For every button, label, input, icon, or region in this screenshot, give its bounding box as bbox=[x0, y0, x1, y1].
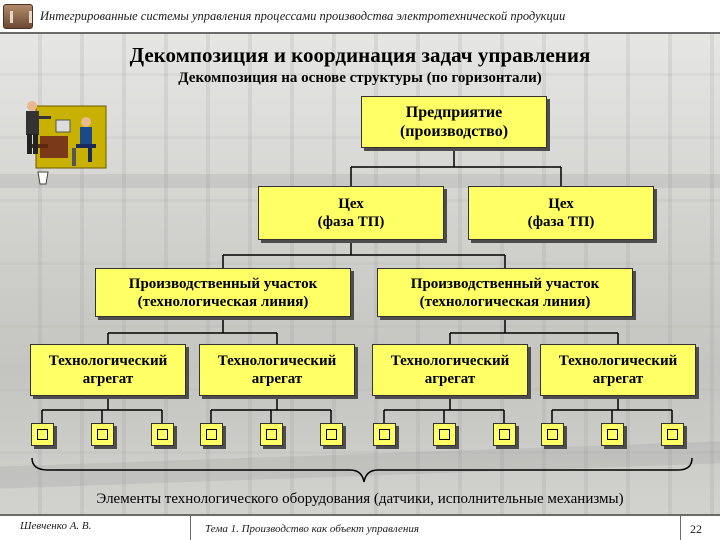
elements-caption: Элементы технологического оборудования (… bbox=[96, 491, 624, 507]
footer-divider bbox=[190, 516, 191, 540]
workshop-label-line1: Цех bbox=[338, 196, 364, 212]
unit-label-line1: Технологический bbox=[48, 353, 168, 369]
footer-divider bbox=[680, 516, 681, 540]
equipment-element-box bbox=[91, 423, 114, 446]
section-label-line2: (технологическая линия) bbox=[137, 293, 309, 310]
production-section-box: Производственный участок (технологическа… bbox=[95, 268, 351, 317]
workshop-label-line2: (фаза ТП) bbox=[527, 214, 595, 230]
equipment-element-box bbox=[661, 423, 684, 446]
office-workers-icon bbox=[26, 101, 107, 185]
technological-unit-box: Технологический агрегат bbox=[540, 344, 696, 396]
footer-topic: Тема 1. Производство как объект управлен… bbox=[205, 523, 419, 535]
section-label-line1: Производственный участок bbox=[410, 275, 600, 292]
equipment-element-box bbox=[31, 423, 54, 446]
grouping-brace bbox=[31, 457, 693, 483]
background-beam bbox=[0, 174, 720, 188]
workshop-box: Цех (фаза ТП) bbox=[258, 186, 444, 240]
production-section-box: Производственный участок (технологическа… bbox=[377, 268, 633, 317]
equipment-element-box bbox=[493, 423, 516, 446]
section-label-line2: (технологическая линия) bbox=[419, 293, 591, 310]
technological-unit-box: Технологический агрегат bbox=[30, 344, 186, 396]
equipment-element-box bbox=[260, 423, 283, 446]
equipment-element-box bbox=[320, 423, 343, 446]
equipment-element-box bbox=[200, 423, 223, 446]
equipment-element-box bbox=[373, 423, 396, 446]
footer-author: Шевченко А. В. bbox=[20, 520, 92, 532]
enterprise-label-line2: (производство) bbox=[399, 123, 509, 140]
equipment-element-box bbox=[541, 423, 564, 446]
page-number: 22 bbox=[690, 522, 702, 536]
slide-title: Декомпозиция и координация задач управле… bbox=[129, 43, 591, 67]
section-label-line1: Производственный участок bbox=[128, 275, 318, 292]
book-logo-icon bbox=[3, 4, 33, 29]
slide-subtitle: Декомпозиция на основе структуры (по гор… bbox=[178, 70, 542, 86]
slide-footer: Шевченко А. В. Тема 1. Производство как … bbox=[0, 514, 720, 540]
unit-label-line2: агрегат bbox=[592, 371, 644, 387]
enterprise-box: Предприятие (производство) bbox=[361, 96, 547, 148]
equipment-element-box bbox=[151, 423, 174, 446]
unit-label-line2: агрегат bbox=[424, 371, 476, 387]
workshop-label-line1: Цех bbox=[548, 196, 574, 212]
header-title: Интегрированные системы управления проце… bbox=[40, 9, 566, 23]
workshop-label-line2: (фаза ТП) bbox=[317, 214, 385, 230]
workshop-box: Цех (фаза ТП) bbox=[468, 186, 654, 240]
technological-unit-box: Технологический агрегат bbox=[372, 344, 528, 396]
unit-label-line2: агрегат bbox=[82, 371, 134, 387]
unit-label-line1: Технологический bbox=[390, 353, 510, 369]
unit-label-line2: агрегат bbox=[251, 371, 303, 387]
unit-label-line1: Технологический bbox=[558, 353, 678, 369]
technological-unit-box: Технологический агрегат bbox=[199, 344, 355, 396]
slide-header: Интегрированные системы управления проце… bbox=[0, 0, 720, 34]
enterprise-label-line1: Предприятие bbox=[405, 103, 503, 121]
equipment-element-box bbox=[433, 423, 456, 446]
equipment-element-box bbox=[601, 423, 624, 446]
unit-label-line1: Технологический bbox=[217, 353, 337, 369]
